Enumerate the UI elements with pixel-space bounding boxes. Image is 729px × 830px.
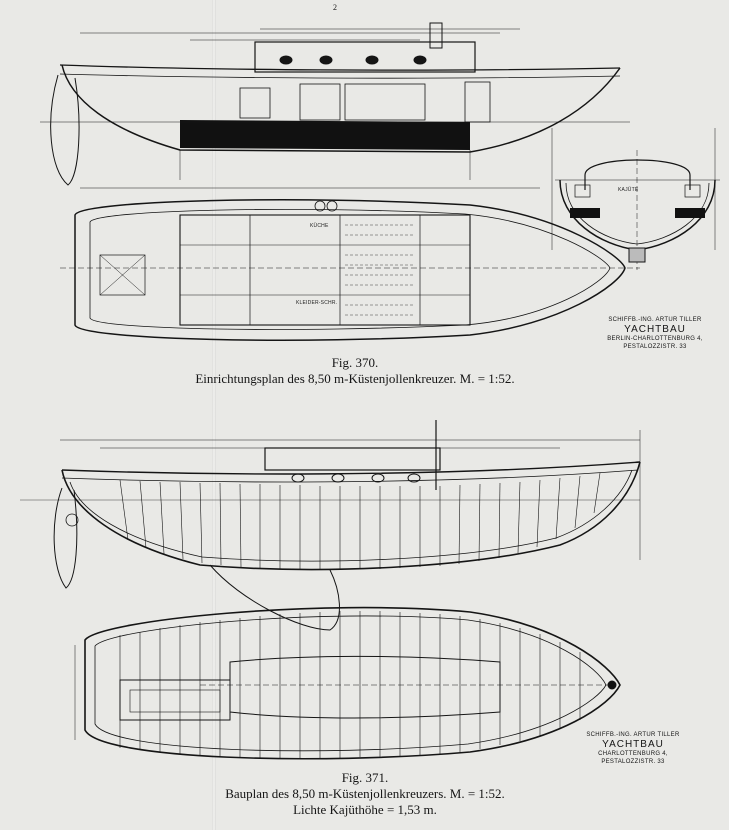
plan-label-kuche: KÜCHE (310, 223, 329, 229)
page-number: 2 (333, 3, 337, 12)
paper-fold (212, 0, 216, 830)
fig370-section (551, 128, 720, 270)
fig371-plan (74, 606, 621, 760)
fig370-caption: Fig. 370. Einrichtungsplan des 8,50 m-Kü… (120, 355, 590, 387)
stamp-bottom-line1: SCHIFFB.-ING. ARTUR TILLER (586, 732, 680, 738)
fig370-profile (40, 22, 630, 186)
fig371-headroom: Lichte Kajüthöhe = 1,53 m. (293, 802, 437, 817)
stamp-top-line1: SCHIFFB.-ING. ARTUR TILLER (608, 317, 702, 323)
fig371-number: Fig. 371. (341, 770, 389, 785)
stamp-bottom-line2: YACHTBAU (602, 739, 664, 750)
fig371-caption: Fig. 371. Bauplan des 8,50 m-Küstenjolle… (150, 770, 580, 818)
fig371-profile (20, 420, 641, 631)
stamp-bottom-line3: CHARLOTTENBURG 4, PESTALOZZISTR. 33 (598, 751, 668, 765)
designer-stamp-bottom: SCHIFFB.-ING. ARTUR TILLER YACHTBAU CHAR… (578, 731, 688, 766)
fig370-plan (60, 187, 640, 341)
designer-stamp-top: SCHIFFB.-ING. ARTUR TILLER YACHTBAU BERL… (600, 316, 710, 351)
fig370-title: Einrichtungsplan des 8,50 m-Küstenjollen… (195, 371, 515, 386)
stamp-top-line2: YACHTBAU (624, 324, 686, 335)
fig371-title: Bauplan des 8,50 m-Küstenjollenkreuzers.… (225, 786, 505, 801)
fig370-number: Fig. 370. (331, 355, 379, 370)
stamp-top-line3: BERLIN-CHARLOTTENBURG 4, PESTALOZZISTR. … (607, 336, 703, 350)
plan-label-kleiderschrank: KLEIDER-SCHR. (296, 300, 338, 306)
section-label-kajute: KAJÜTE (618, 187, 639, 193)
